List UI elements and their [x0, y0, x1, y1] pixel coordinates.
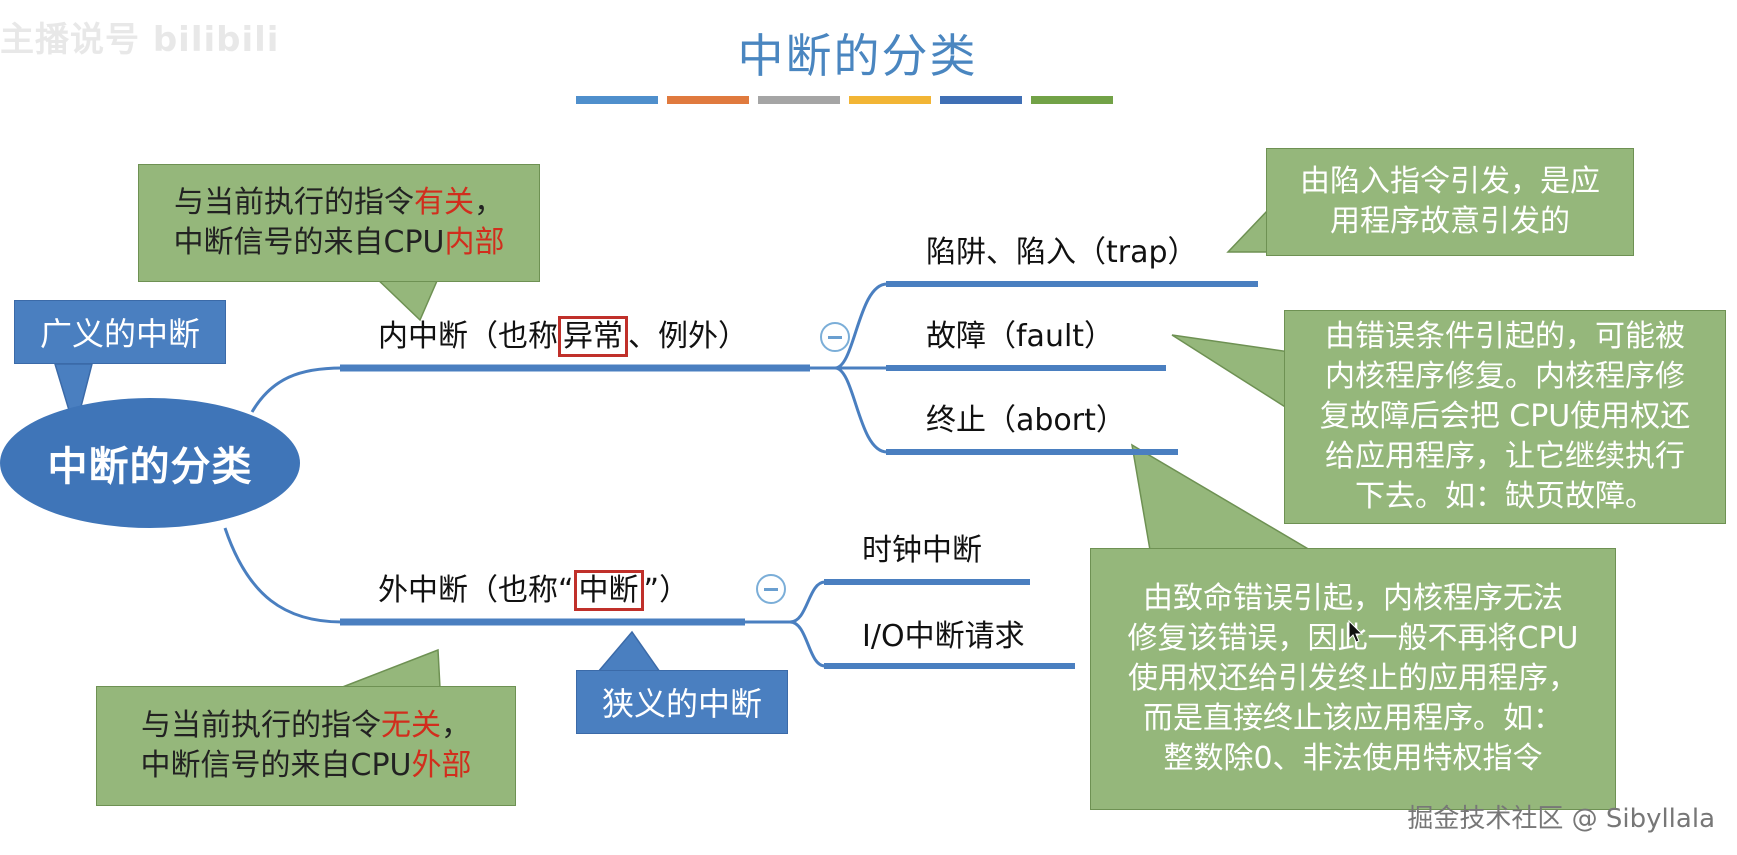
narrow-interrupt-label: 狭义的中断 [601, 685, 762, 723]
branch-trap [834, 282, 888, 370]
external-interrupt-node[interactable]: 外中断（也称“中断”） [378, 570, 690, 611]
trap-note-line: 由陷入指令引发，是应 [1300, 164, 1600, 199]
internal-note-text: 与当前执行的指令 [174, 185, 414, 220]
external-interrupt-boxed: 中断 [573, 570, 644, 611]
trap-node[interactable]: 陷阱、陷入（trap） [926, 235, 1198, 270]
internal-interrupt-prefix: 内中断（也称 [378, 319, 558, 354]
branch-abort [834, 366, 888, 454]
external-note-highlight: 外部 [411, 748, 472, 783]
abort-note-line: 整数除0、非法使用特权指令 [1163, 741, 1543, 776]
trap-note-line: 用程序故意引发的 [1330, 204, 1570, 239]
internal-interrupt-node[interactable]: 内中断（也称异常、例外） [378, 316, 748, 357]
broad-interrupt-label: 广义的中断 [39, 315, 200, 353]
internal-note: 与当前执行的指令有关， 中断信号的来自CPU内部 [138, 164, 540, 282]
color-bar-segment [940, 96, 1022, 104]
collapse-external-icon[interactable] [756, 574, 786, 604]
fault-note-pointer [1171, 334, 1291, 412]
external-note: 与当前执行的指令无关， 中断信号的来自CPU外部 [96, 686, 516, 806]
trap-note: 由陷入指令引发，是应 用程序故意引发的 [1266, 148, 1634, 256]
io-interrupt-node[interactable]: I/O中断请求 [862, 619, 1025, 654]
color-bar-segment [1031, 96, 1113, 104]
external-note-punct: ， [441, 708, 471, 743]
broad-interrupt-callout: 广义的中断 [14, 300, 226, 364]
mouse-cursor-icon [1348, 620, 1364, 643]
color-bar-segment [758, 96, 840, 104]
channel-logo: 主播说号 bilibili [0, 20, 280, 60]
external-interrupt-prefix: 外中断（也称“ [378, 573, 574, 608]
narrow-interrupt-callout: 狭义的中断 [576, 670, 788, 734]
color-bar-segment [576, 96, 658, 104]
branch-io [789, 620, 826, 668]
internal-note-punct: ， [474, 185, 504, 220]
fault-node[interactable]: 故障（fault） [926, 319, 1115, 354]
page-title: 中断的分类 [737, 29, 978, 83]
internal-interrupt-suffix: 、例外） [628, 319, 748, 354]
external-note-text: 中断信号的来自CPU [140, 748, 412, 783]
external-note-text: 与当前执行的指令 [141, 708, 381, 743]
external-note-highlight: 无关 [381, 708, 441, 743]
abort-node[interactable]: 终止（abort） [926, 403, 1126, 438]
fault-note-line: 给应用程序，让它继续执行 [1325, 439, 1685, 474]
internal-note-highlight: 有关 [414, 185, 474, 220]
abort-note-line: 而是直接终止该应用程序。如： [1143, 701, 1563, 736]
fault-note-line: 下去。如：缺页故障。 [1355, 479, 1655, 514]
collapse-internal-icon[interactable] [820, 322, 850, 352]
abort-note-line: 由致命错误引起，内核程序无法 [1143, 581, 1563, 616]
internal-note-text: 中断信号的来自CPU [173, 225, 445, 260]
fault-note-line: 由错误条件引起的，可能被 [1325, 319, 1685, 354]
fault-note-line: 复故障后会把 CPU使用权还 [1319, 399, 1691, 434]
branch-internal [250, 366, 343, 413]
central-node[interactable]: 中断的分类 [0, 398, 300, 528]
external-interrupt-suffix: ”） [643, 573, 690, 608]
branch-clock [789, 580, 826, 624]
clock-interrupt-node[interactable]: 时钟中断 [862, 533, 982, 568]
internal-interrupt-boxed: 异常 [558, 316, 628, 357]
external-note-pointer [339, 648, 441, 689]
color-bar-segment [667, 96, 749, 104]
internal-note-highlight: 内部 [444, 225, 505, 260]
narrow-callout-pointer [596, 630, 662, 673]
fault-note-line: 内核程序修复。内核程序修 [1325, 359, 1685, 394]
branch-external [223, 527, 343, 624]
broad-callout-pointer [53, 363, 93, 433]
fault-note: 由错误条件引起的，可能被 内核程序修复。内核程序修 复故障后会把 CPU使用权还… [1284, 310, 1726, 524]
abort-note-line: 使用权还给引发终止的应用程序， [1128, 661, 1578, 696]
watermark: 掘金技术社区 @ Sibyllala [1407, 804, 1715, 834]
central-node-label: 中断的分类 [47, 444, 253, 490]
trap-note-pointer [1226, 208, 1269, 253]
abort-note: 由致命错误引起，内核程序无法 修复该错误，因此一般不再将CPU 使用权还给引发终… [1090, 548, 1616, 810]
color-bar-segment [849, 96, 931, 104]
